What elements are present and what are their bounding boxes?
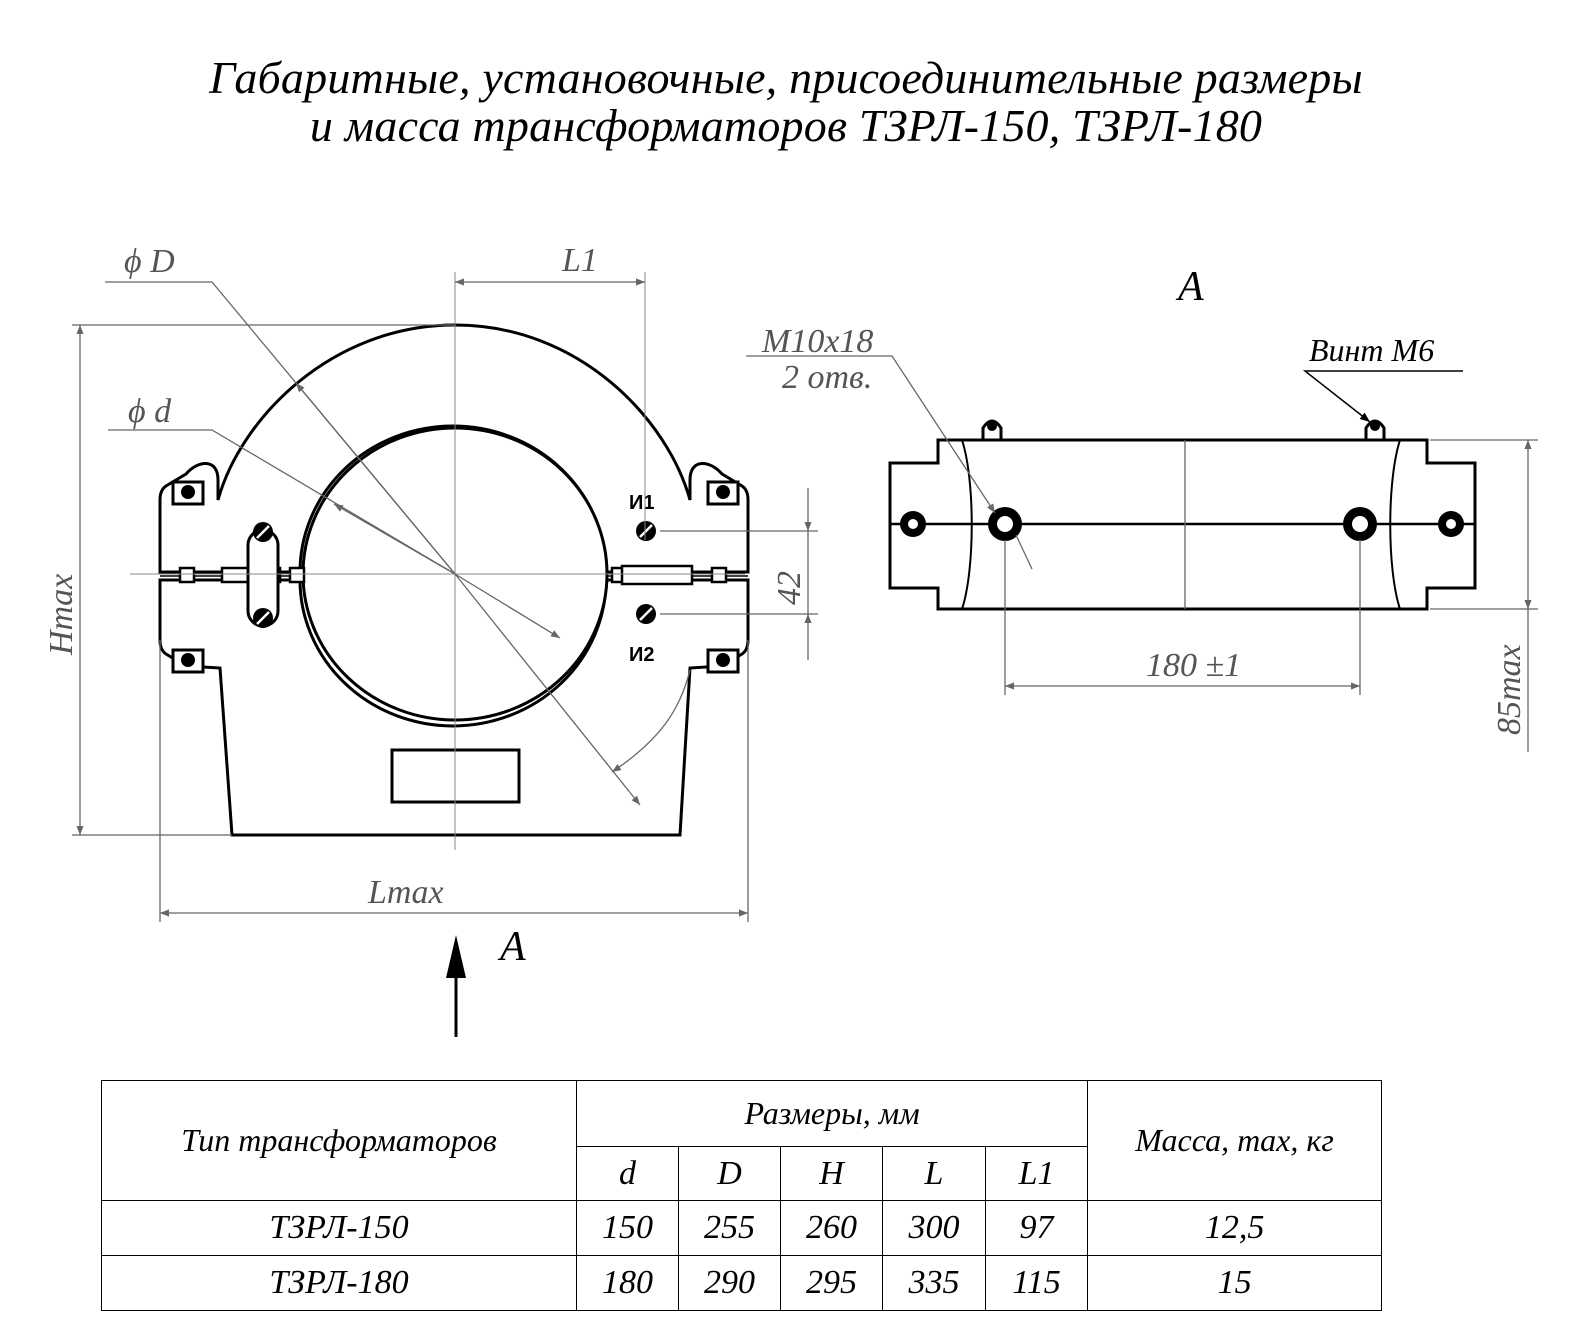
bolt-top-right xyxy=(706,480,740,506)
view-arrow-a: A xyxy=(446,924,526,1037)
header-dimensions: Размеры, мм xyxy=(575,1080,1089,1147)
front-view: И1 И2 xyxy=(130,272,750,850)
dim-180: 180 ±1 xyxy=(1146,647,1241,684)
cell-D: 290 xyxy=(678,1255,781,1311)
subheader-D: D xyxy=(678,1146,781,1201)
screw-label: Винт М6 xyxy=(1309,332,1434,368)
cell-L: 300 xyxy=(882,1200,986,1256)
bolt-top-left xyxy=(171,480,205,506)
front-dimensions xyxy=(72,278,818,922)
view-arrow-a-label: A xyxy=(497,924,526,970)
bolt-bottom-left xyxy=(171,648,205,674)
bolt-bottom-right xyxy=(706,648,740,674)
side-screw-left xyxy=(981,419,1003,442)
terminal-i1: И1 xyxy=(629,492,656,541)
cell-D: 255 xyxy=(678,1200,781,1256)
dim-phi-d: ϕ d xyxy=(128,393,172,430)
side-bolt-outer-right xyxy=(1438,511,1464,537)
cell-d: 180 xyxy=(576,1255,679,1311)
cell-L: 335 xyxy=(882,1255,986,1311)
table-row: ТЗРЛ-150 150 255 260 300 97 12,5 xyxy=(101,1200,1383,1256)
left-clamp xyxy=(246,522,280,628)
cell-mass: 12,5 xyxy=(1087,1200,1383,1256)
side-bolt-outer-left xyxy=(900,511,926,537)
side-view-label: A xyxy=(1175,264,1204,310)
cell-mass: 15 xyxy=(1087,1255,1383,1311)
subheader-L: L xyxy=(882,1146,986,1201)
cell-L1: 115 xyxy=(984,1255,1089,1311)
header-mass: Масса, max, кг xyxy=(1087,1080,1383,1201)
side-screw-right xyxy=(1364,419,1386,442)
thread-spec: M10x18 xyxy=(761,323,873,360)
subheader-d: d xyxy=(576,1146,679,1201)
cell-L1: 97 xyxy=(984,1200,1089,1256)
dim-Lmax: Lmax xyxy=(367,874,444,911)
side-dimensions xyxy=(746,355,1538,752)
terminal-i2: И2 xyxy=(629,604,656,666)
header-type: Тип трансформаторов xyxy=(101,1080,577,1201)
table-row: ТЗРЛ-180 180 290 295 335 115 15 xyxy=(101,1255,1383,1311)
terminal-i1-label: И1 xyxy=(629,492,655,514)
cell-type: ТЗРЛ-150 xyxy=(101,1200,577,1256)
terminal-i2-label: И2 xyxy=(629,644,655,666)
dim-85max: 85max xyxy=(1491,644,1528,735)
screw-leader xyxy=(1302,370,1463,423)
front-dimension-labels: ϕ D ϕ d L1 Hmax Lmax 42 xyxy=(43,242,808,911)
joint-pins-right xyxy=(610,564,728,586)
dim-phi-D: ϕ D xyxy=(124,243,175,280)
side-terminal-hole-left xyxy=(988,507,1022,541)
dim-42: 42 xyxy=(771,571,808,605)
side-terminal-hole-right xyxy=(1343,507,1377,541)
spec-table: Тип трансформаторов Размеры, мм Масса, m… xyxy=(101,1080,1383,1311)
cell-H: 295 xyxy=(780,1255,883,1311)
cell-d: 150 xyxy=(576,1200,679,1256)
dim-L1: L1 xyxy=(561,242,598,279)
cell-type: ТЗРЛ-180 xyxy=(101,1255,577,1311)
holes-count: 2 отв. xyxy=(782,359,872,396)
subheader-H: H xyxy=(780,1146,883,1201)
title-line-1: Габаритные, установочные, присоединитель… xyxy=(209,52,1363,103)
title-line-2: и масса трансформаторов ТЗРЛ-150, ТЗРЛ-1… xyxy=(309,100,1263,151)
side-labels: A M10x18 2 отв. Винт М6 180 ±1 85max xyxy=(761,264,1528,735)
side-housing xyxy=(888,438,1477,611)
side-view xyxy=(888,419,1477,611)
dim-Hmax: Hmax xyxy=(43,574,80,656)
cell-H: 260 xyxy=(780,1200,883,1256)
subheader-L1: L1 xyxy=(984,1146,1089,1201)
lower-housing xyxy=(158,578,750,837)
